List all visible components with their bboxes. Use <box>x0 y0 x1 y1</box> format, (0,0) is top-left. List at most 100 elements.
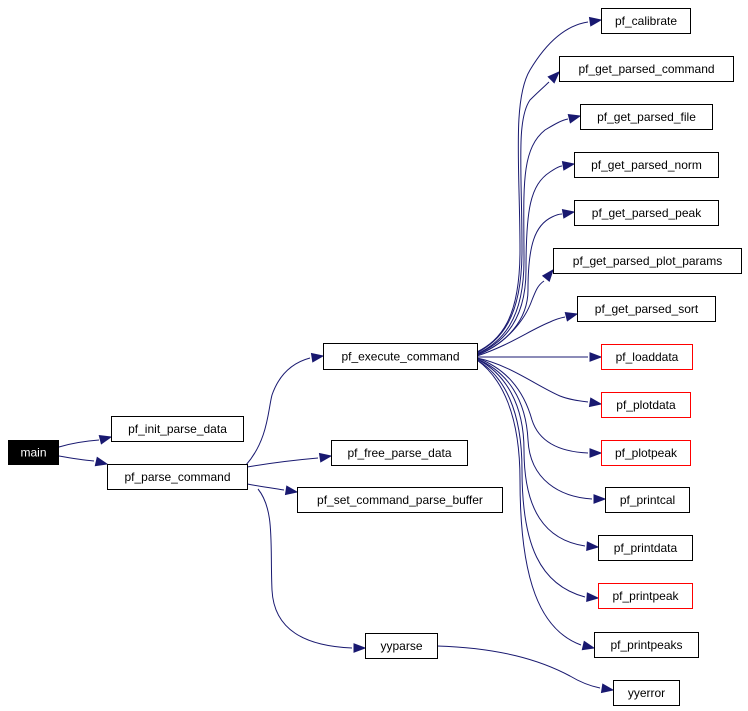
node-pf-get-parsed-sort[interactable]: pf_get_parsed_sort <box>577 296 716 322</box>
edge-pf-execute-command-to-pf-plotpeak <box>476 357 603 458</box>
edge-pf-execute-command-to-pf-get-parsed-plot-params <box>476 268 554 356</box>
node-label: yyerror <box>628 686 665 700</box>
node-box <box>601 440 691 466</box>
edge-pf-execute-command-to-pf-printpeaks <box>476 359 596 651</box>
node-label: pf_get_parsed_sort <box>595 302 699 316</box>
node-pf-plotpeak[interactable]: pf_plotpeak <box>601 440 691 466</box>
edge-main-to-pf-parse-command <box>58 455 109 467</box>
arrowhead <box>547 71 560 84</box>
node-pf-free-parse-data[interactable]: pf_free_parse_data <box>331 440 468 466</box>
node-box <box>598 535 693 561</box>
edge-pf-execute-command-to-pf-plotdata <box>476 357 603 408</box>
arrowhead <box>586 541 600 552</box>
node-pf-get-parsed-norm[interactable]: pf_get_parsed_norm <box>574 152 719 178</box>
edge-line <box>476 357 589 403</box>
edge-pf-execute-command-to-pf-get-parsed-command <box>476 71 560 354</box>
node-box <box>601 392 691 418</box>
edge-line <box>245 357 311 466</box>
node-pf-execute-command[interactable]: pf_execute_command <box>323 343 478 370</box>
node-label: pf_printcal <box>620 493 675 507</box>
edge-line <box>476 357 589 454</box>
node-box <box>598 583 693 609</box>
node-label: pf_printdata <box>614 541 678 555</box>
arrowhead <box>541 268 554 283</box>
edge-line <box>246 457 319 468</box>
node-box <box>580 104 713 130</box>
node-box <box>331 440 468 466</box>
edge-line <box>476 359 586 598</box>
edge-line <box>476 165 563 355</box>
arrowhead <box>561 209 576 219</box>
node-label: pf_calibrate <box>615 14 677 28</box>
node-yyerror[interactable]: yyerror <box>613 680 680 706</box>
node-box <box>365 633 438 659</box>
arrowhead <box>589 352 603 362</box>
arrowhead <box>561 161 576 171</box>
edge-line <box>476 316 566 357</box>
node-pf-plotdata[interactable]: pf_plotdata <box>601 392 691 418</box>
node-pf-get-parsed-file[interactable]: pf_get_parsed_file <box>580 104 713 130</box>
node-label: pf_loaddata <box>616 350 679 364</box>
node-box <box>574 200 719 226</box>
node-label: pf_get_parsed_norm <box>591 158 702 172</box>
edge-pf-execute-command-to-pf-get-parsed-sort <box>476 312 579 357</box>
edge-line <box>476 81 550 354</box>
edge-line <box>246 483 285 491</box>
edge-line <box>436 645 601 689</box>
node-pf-parse-command[interactable]: pf_parse_command <box>107 464 248 490</box>
edge-line <box>476 358 593 500</box>
node-label: pf_set_command_parse_buffer <box>317 493 483 507</box>
node-label: pf_free_parse_data <box>347 446 451 460</box>
edge-pf-parse-command-to-pf-set-command-parse-buffer <box>246 483 299 496</box>
node-yyparse[interactable]: yyparse <box>365 633 438 659</box>
edge-pf-execute-command-to-pf-loaddata <box>477 352 603 362</box>
edge-main-to-pf-init-parse-data <box>58 435 113 448</box>
node-box <box>613 680 680 706</box>
node-label: pf_printpeak <box>612 589 679 603</box>
node-pf-get-parsed-command[interactable]: pf_get_parsed_command <box>559 56 734 82</box>
node-pf-calibrate[interactable]: pf_calibrate <box>601 8 691 34</box>
edge-line <box>476 358 586 547</box>
node-pf-printpeak[interactable]: pf_printpeak <box>598 583 693 609</box>
node-box <box>577 296 716 322</box>
node-box <box>594 632 699 658</box>
arrowhead <box>588 397 603 408</box>
arrowhead <box>318 452 333 463</box>
node-pf-set-command-parse-buffer[interactable]: pf_set_command_parse_buffer <box>297 487 503 513</box>
node-pf-loaddata[interactable]: pf_loaddata <box>601 344 693 370</box>
node-main[interactable]: main <box>8 440 59 465</box>
node-pf-get-parsed-peak[interactable]: pf_get_parsed_peak <box>574 200 719 226</box>
node-pf-printdata[interactable]: pf_printdata <box>598 535 693 561</box>
arrowhead <box>284 485 299 496</box>
edge-pf-execute-command-to-pf-printcal <box>476 358 607 504</box>
node-box <box>605 487 690 513</box>
edge-line <box>476 21 589 353</box>
node-label: pf_init_parse_data <box>128 422 227 436</box>
edge-pf-execute-command-to-pf-printpeak <box>476 359 600 603</box>
node-label: pf_execute_command <box>341 350 459 364</box>
node-label: pf_get_parsed_plot_params <box>573 254 722 268</box>
arrowhead <box>98 435 113 445</box>
node-box <box>559 56 734 82</box>
node-label: pf_get_parsed_peak <box>592 206 702 220</box>
node-box <box>601 8 691 34</box>
edge-pf-execute-command-to-pf-get-parsed-norm <box>476 161 576 355</box>
node-pf-printpeaks[interactable]: pf_printpeaks <box>594 632 699 658</box>
arrowhead <box>600 683 615 694</box>
arrowhead <box>567 114 582 124</box>
edge-pf-parse-command-to-yyparse <box>257 488 367 653</box>
node-pf-printcal[interactable]: pf_printcal <box>605 487 690 513</box>
node-label: main <box>20 446 46 460</box>
edges-layer <box>58 16 615 694</box>
node-pf-get-parsed-plot-params[interactable]: pf_get_parsed_plot_params <box>553 248 742 274</box>
arrowhead <box>581 640 596 651</box>
edge-yyparse-to-yyerror <box>436 645 615 694</box>
node-pf-init-parse-data[interactable]: pf_init_parse_data <box>111 416 244 442</box>
arrowhead <box>586 592 600 603</box>
edge-line <box>257 488 353 649</box>
arrowhead <box>588 16 603 27</box>
node-label: pf_plotpeak <box>615 446 678 460</box>
node-box <box>8 440 59 465</box>
edge-line <box>476 280 545 356</box>
